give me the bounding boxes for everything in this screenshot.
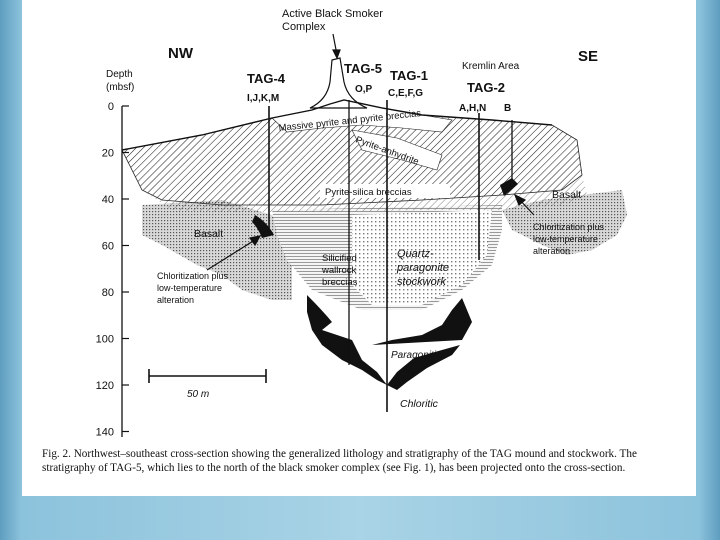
depth-tick-label: 140: [96, 427, 114, 439]
top-title: Active Black Smoker: [282, 8, 383, 20]
kremlin-label: Kremlin Area: [462, 61, 520, 72]
quartz-2: paragonite: [396, 262, 449, 274]
quartz-3: stockwork: [397, 276, 446, 288]
chlorite-lens-right: [500, 178, 518, 196]
tag2-label: TAG-2: [467, 80, 505, 95]
tag5-label: TAG-5: [344, 61, 382, 76]
chloritic-zone: [307, 295, 460, 390]
hole-b-label: B: [504, 103, 511, 114]
chlor-right-1: Chloritization plus: [533, 222, 605, 232]
depth-tick-label: 0: [108, 101, 114, 113]
mound-lower-hatched: [142, 175, 587, 212]
chlor-right-2: low-temperature: [533, 234, 598, 244]
silicified-2: wallrock: [321, 265, 357, 276]
tag1-holes: C,E,F,G: [388, 88, 423, 99]
se-label: SE: [578, 48, 598, 65]
pyrite-silica-band: [320, 184, 450, 198]
depth-ticks: 0 20 40 60 80 100 120 140: [96, 101, 129, 439]
cross-section-figure: 0 20 40 60 80 100 120 140 50 m Active Black Smo…: [96, 8, 627, 439]
depth-tick-label: 60: [102, 241, 114, 253]
figure-caption: Fig. 2. Northwest–southeast cross-sectio…: [42, 448, 637, 474]
chlor-left-1: Chloritization plus: [157, 271, 229, 281]
depth-tick-label: 80: [102, 287, 114, 299]
figure-page: 0 20 40 60 80 100 120 140 50 m Active Black Smo…: [22, 0, 696, 496]
chloritic-label: Chloritic: [400, 398, 439, 410]
basalt-right-label: Basalt: [552, 189, 581, 201]
chlor-left-3: alteration: [157, 295, 194, 305]
tag2-holes: A,H,N: [459, 103, 486, 114]
tag4-label: TAG-4: [247, 71, 286, 86]
tag1-label: TAG-1: [390, 68, 428, 83]
mound-surface: [121, 99, 553, 151]
nw-label: NW: [168, 45, 194, 62]
chlor-right-3: alteration: [533, 246, 570, 256]
chlorite-lens-left: [252, 215, 274, 238]
tag4-holes: I,J,K,M: [247, 93, 279, 104]
top-title-2: Complex: [282, 21, 326, 33]
basalt-left-label: Basalt: [194, 228, 223, 240]
tag5-holes: O,P: [355, 84, 373, 95]
silicified-3: breccias: [322, 277, 358, 288]
depth-tick-label: 120: [96, 380, 114, 392]
depth-label: Depth: [106, 69, 133, 80]
pyrite-anhydrite-band: [351, 129, 443, 171]
depth-tick-label: 100: [96, 334, 114, 346]
quartz-1: Quartz-: [397, 248, 434, 260]
pyrite-silica-label: Pyrite-silica breccias: [325, 187, 412, 198]
scale-label: 50 m: [187, 389, 209, 400]
basalt-left-region: [142, 200, 292, 300]
chlor-left-2: low-temperature: [157, 283, 222, 293]
depth-tick-label: 40: [102, 194, 114, 206]
paragonitic-zone: [372, 298, 472, 345]
paragonitic-label: Paragonitic: [391, 350, 441, 361]
silicified-1: Silicified: [322, 253, 357, 264]
depth-unit-label: (mbsf): [106, 82, 134, 93]
depth-tick-label: 20: [102, 148, 114, 160]
